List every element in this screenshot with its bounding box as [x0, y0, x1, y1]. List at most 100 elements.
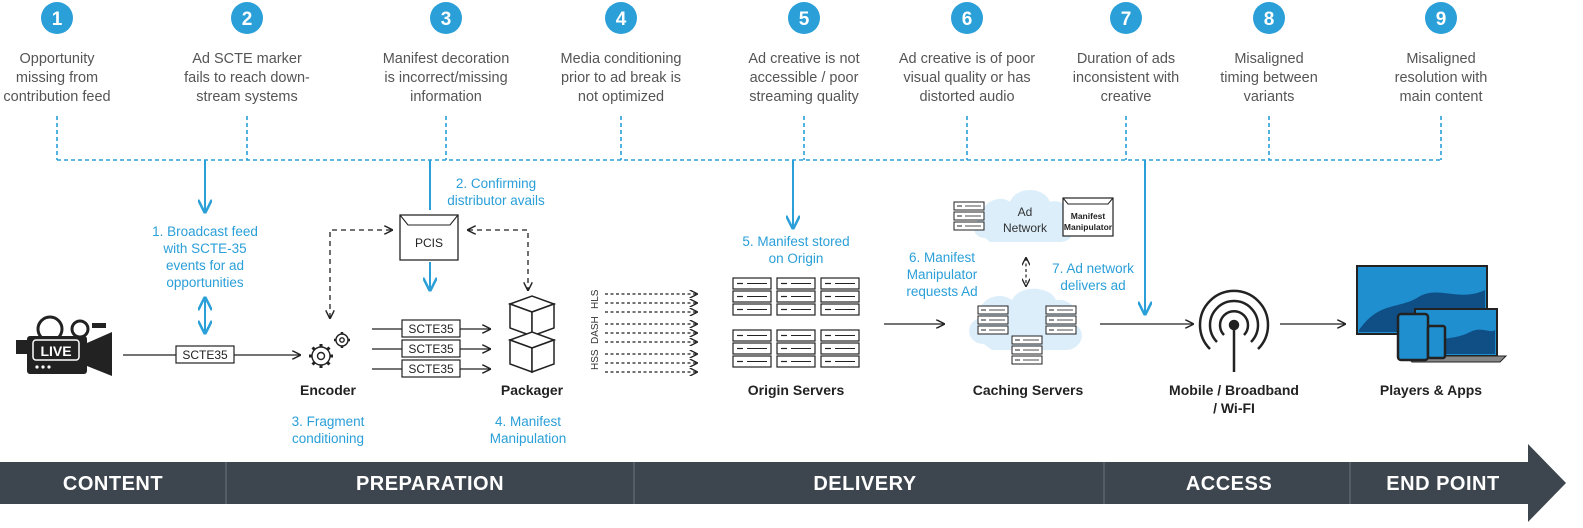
issue-5: 5 Ad creative is not accessible / poor s…	[748, 2, 860, 105]
scte35-label: SCTE35	[408, 362, 454, 376]
svg-text:3. Fragment: 3. Fragment	[292, 414, 365, 429]
packager-label: Packager	[501, 382, 564, 398]
issue-text-line: stream systems	[196, 89, 298, 105]
issue-text-line: streaming quality	[749, 89, 859, 105]
scte35-label: SCTE35	[408, 342, 454, 356]
stage-delivery: DELIVERY	[813, 473, 916, 495]
stage-bar: CONTENT PREPARATION DELIVERY ACCESS END …	[0, 444, 1566, 522]
scte35-label: SCTE35	[182, 348, 228, 362]
step-1-label: 1. Broadcast feed with SCTE-35 events fo…	[152, 224, 258, 290]
issue-number: 4	[616, 9, 627, 30]
manifest-manipulator-label: Manipulator	[1064, 222, 1113, 232]
issue-text-line: information	[410, 89, 482, 105]
step-2-label: 2. Confirming distributor avails	[447, 176, 545, 208]
phone-screen	[1426, 324, 1447, 360]
issue-text-line: Misaligned	[1406, 51, 1475, 67]
issue-number-badge	[1110, 2, 1142, 34]
stage-end-point: END POINT	[1386, 473, 1499, 495]
step-3-label: 3. Fragment conditioning	[292, 414, 365, 446]
players-devices-icon	[1356, 265, 1508, 363]
encoder-gears-icon	[309, 332, 350, 368]
scte35-label: SCTE35	[408, 322, 454, 336]
issue-number: 9	[1436, 9, 1447, 30]
pcis-label: PCIS	[415, 236, 443, 250]
origin-servers-icon	[733, 278, 859, 367]
protocol-stream-lines	[605, 294, 697, 372]
live-camera-icon: LIVE	[16, 315, 112, 376]
issue-text-line: fails to reach down-	[184, 70, 310, 86]
issue-number: 3	[441, 9, 452, 30]
ad-network-label: Network	[1003, 221, 1048, 235]
encoder-outputs: SCTE35 SCTE35 SCTE35	[372, 319, 490, 378]
origin-servers-label: Origin Servers	[748, 382, 845, 398]
issue-text-line: missing from	[16, 70, 98, 86]
issue-text-line: is incorrect/missing	[384, 70, 507, 86]
issue-text-line: contribution feed	[3, 89, 110, 105]
antenna-icon	[1198, 289, 1270, 372]
tablet-screen	[1396, 312, 1430, 362]
svg-text:HSS: HSS	[590, 349, 601, 370]
stage-preparation: PREPARATION	[356, 473, 504, 495]
step-7-label: 7. Ad network delivers ad	[1052, 261, 1134, 293]
ad-network-cloud: Ad Network	[974, 190, 1074, 242]
svg-text:HLS: HLS	[590, 289, 601, 309]
pcis-dashed-links	[330, 230, 528, 318]
svg-text:5. Manifest stored: 5. Manifest stored	[742, 234, 849, 249]
packager-boxes-icon	[507, 295, 557, 374]
issue-text-line: main content	[1399, 89, 1482, 105]
svg-text:Manipulation: Manipulation	[490, 431, 567, 446]
issue-number-badge	[231, 2, 263, 34]
svg-text:7. Ad network: 7. Ad network	[1052, 261, 1134, 276]
svg-text:DASH: DASH	[590, 316, 601, 344]
manifest-manipulator-box: Manifest Manipulator	[1062, 197, 1114, 237]
live-badge: LIVE	[40, 343, 71, 359]
svg-text:delivers ad: delivers ad	[1060, 278, 1125, 293]
issue-text-line: creative	[1101, 89, 1152, 105]
issue-number: 7	[1121, 9, 1132, 30]
issue-number-badge	[605, 2, 637, 34]
stage-content: CONTENT	[63, 473, 163, 495]
svg-text:requests Ad: requests Ad	[906, 284, 977, 299]
caching-cloud	[969, 288, 1082, 364]
issue-text-line: resolution with	[1395, 70, 1488, 86]
issue-number: 5	[799, 9, 810, 30]
issue-number-badge	[951, 2, 983, 34]
issue-number: 6	[962, 9, 973, 30]
issue-text-line: Misaligned	[1234, 51, 1303, 67]
issue-text-line: Manifest decoration	[383, 51, 510, 67]
issue-text-line: Opportunity	[20, 51, 96, 67]
issue-text-line: timing between	[1220, 70, 1318, 86]
svg-text:2. Confirming: 2. Confirming	[456, 176, 536, 191]
issues-row: 1 Opportunity missing from contribution …	[3, 2, 1487, 105]
svg-text:events for ad: events for ad	[166, 258, 244, 273]
issue-number-badge	[41, 2, 73, 34]
issue-connector-bus	[56, 116, 1442, 161]
issue-drop-arrows	[205, 160, 1145, 314]
svg-text:conditioning: conditioning	[292, 431, 364, 446]
issue-number-badge	[430, 2, 462, 34]
manifest-manipulator-label: Manifest	[1071, 211, 1106, 221]
issue-6: 6 Ad creative is of poor visual quality …	[899, 2, 1035, 105]
svg-text:on Origin: on Origin	[769, 251, 824, 266]
issue-number-badge	[1425, 2, 1457, 34]
ad-network-server-icon	[954, 202, 984, 230]
players-apps-label: Players & Apps	[1380, 382, 1482, 398]
issue-number: 8	[1264, 9, 1275, 30]
issue-4: 4 Media conditioning prior to ad break i…	[561, 2, 682, 105]
issue-number-badge	[1253, 2, 1285, 34]
svg-text:1. Broadcast feed: 1. Broadcast feed	[152, 224, 258, 239]
issue-text-line: Media conditioning	[561, 51, 682, 67]
issue-text-line: visual quality or has	[903, 70, 1030, 86]
encoder-label: Encoder	[300, 382, 357, 398]
issue-3: 3 Manifest decoration is incorrect/missi…	[383, 2, 510, 105]
svg-text:distributor avails: distributor avails	[447, 193, 545, 208]
issue-text-line: Ad SCTE marker	[192, 51, 302, 67]
svg-text:Manipulator: Manipulator	[907, 267, 978, 282]
svg-text:6. Manifest: 6. Manifest	[909, 250, 975, 265]
issue-text-line: prior to ad break is	[561, 70, 681, 86]
issue-text-line: variants	[1244, 89, 1295, 105]
step-6-label: 6. Manifest Manipulator requests Ad	[906, 250, 977, 299]
svg-text:opportunities: opportunities	[166, 275, 244, 290]
svg-text:with SCTE-35: with SCTE-35	[162, 241, 246, 256]
